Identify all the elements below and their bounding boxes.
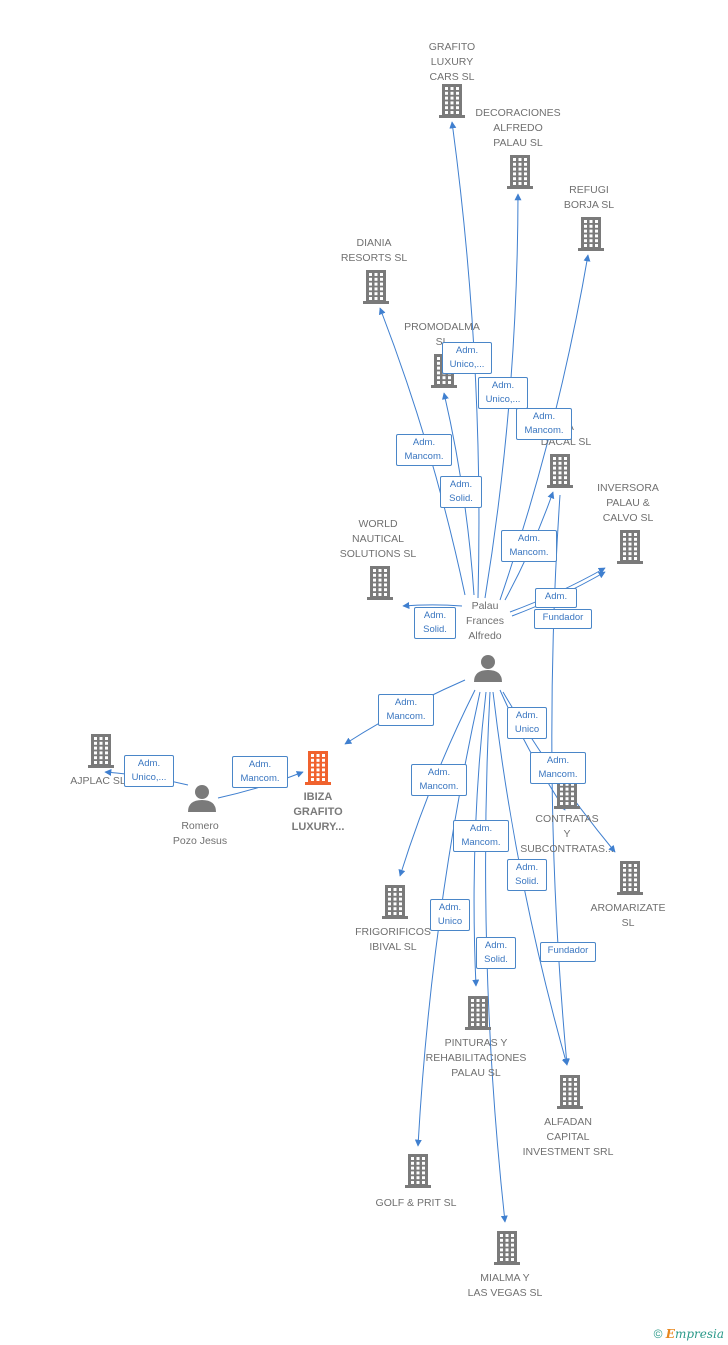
company-icon[interactable]: [507, 155, 533, 189]
relation-label-palau-ibiza[interactable]: Adm. Mancom.: [378, 694, 434, 726]
relation-label-palau-frigorificos[interactable]: Adm. Mancom.: [411, 764, 467, 796]
relation-label-palau-aromarizate[interactable]: Adm. Mancom.: [530, 752, 586, 784]
node-label-romero[interactable]: Romero Pozo Jesus: [172, 820, 228, 847]
relation-label-palau-alfadan[interactable]: Adm. Solid.: [507, 859, 547, 891]
copyright-symbol: ©: [653, 1327, 663, 1341]
node-label-refugi[interactable]: REFUGI BORJA SL: [563, 184, 615, 211]
node-label-pinturas[interactable]: PINTURAS Y REHABILITACIONES PALAU SL: [425, 1037, 527, 1079]
relation-label-palau-world[interactable]: Adm. Solid.: [414, 607, 456, 639]
company-icon[interactable]: [382, 885, 408, 919]
relation-label-palau-promodalma[interactable]: Adm. Solid.: [440, 476, 482, 508]
company-icon[interactable]: [617, 530, 643, 564]
relation-label-palau-inversora[interactable]: Fundador: [534, 609, 592, 629]
brand-name: Empresia: [665, 1327, 724, 1341]
node-label-golf[interactable]: GOLF & PRIT SL: [375, 1197, 457, 1209]
node-label-frigorificos[interactable]: FRIGORIFICOS IBIVAL SL: [355, 926, 431, 953]
person-icon[interactable]: [474, 655, 502, 682]
node-label-palau[interactable]: Palau Frances Alfredo: [466, 600, 504, 642]
edge-palau-world: [402, 602, 463, 609]
relation-label-palau-refugi[interactable]: Adm. Mancom.: [516, 408, 572, 440]
company-icon[interactable]: [557, 1075, 583, 1109]
node-label-diania[interactable]: DIANIA RESORTS SL: [340, 237, 408, 264]
relation-label-palau-golf[interactable]: Adm. Unico: [430, 899, 470, 931]
relation-label-palau-alfadan[interactable]: Fundador: [540, 942, 596, 962]
relation-label-palau-inversora[interactable]: Adm.: [535, 588, 577, 608]
footer-brand: © Empresia: [654, 1327, 724, 1341]
node-label-alfadan[interactable]: ALFADAN CAPITAL INVESTMENT SRL: [522, 1116, 614, 1158]
node-label-decoraciones[interactable]: DECORACIONES ALFREDO PALAU SL: [475, 107, 561, 149]
node-label-inversora[interactable]: INVERSORA PALAU & CALVO SL: [597, 482, 659, 524]
edge-palau-contratas: [499, 689, 566, 811]
node-label-aromarizate[interactable]: AROMARIZATE SL: [590, 902, 666, 929]
node-label-ajplac[interactable]: AJPLAC SL: [70, 775, 126, 787]
relation-label-palau-mialma[interactable]: Adm. Solid.: [476, 937, 516, 969]
node-label-world[interactable]: WORLD NAUTICAL SOLUTIONS SL: [339, 518, 417, 560]
relation-label-palau-grafito[interactable]: Adm. Unico,...: [442, 342, 492, 374]
relation-label-palau-diania[interactable]: Adm. Mancom.: [396, 434, 452, 466]
node-label-ibiza[interactable]: IBIZA GRAFITO LUXURY...: [291, 791, 345, 833]
relation-label-palau-contratas[interactable]: Adm. Unico: [507, 707, 547, 739]
company-icon[interactable]: [88, 734, 114, 768]
node-label-contratas[interactable]: CONTRATAS Y SUBCONTRATAS...: [520, 813, 614, 855]
company-icon[interactable]: [363, 270, 389, 304]
relation-label-palau-decoraciones[interactable]: Adm. Unico,...: [478, 377, 528, 409]
company-icon[interactable]: [494, 1231, 520, 1265]
relation-label-romero-ibiza[interactable]: Adm. Mancom.: [232, 756, 288, 788]
relation-label-palau-pinturas[interactable]: Adm. Mancom.: [453, 820, 509, 852]
company-icon[interactable]: [547, 454, 573, 488]
focus-company-icon[interactable]: [305, 751, 331, 785]
node-label-grafito[interactable]: GRAFITO LUXURY CARS SL: [428, 41, 476, 83]
company-icon[interactable]: [367, 566, 393, 600]
company-icon[interactable]: [465, 996, 491, 1030]
node-label-mialma[interactable]: MIALMA Y LAS VEGAS SL: [467, 1272, 543, 1299]
person-icon[interactable]: [188, 785, 216, 812]
company-icon[interactable]: [405, 1154, 431, 1188]
company-icon[interactable]: [617, 861, 643, 895]
relation-label-palau-dacal[interactable]: Adm. Mancom.: [501, 530, 557, 562]
relation-label-romero-ajplac[interactable]: Adm. Unico,...: [124, 755, 174, 787]
company-icon[interactable]: [578, 217, 604, 251]
icons-layer: [88, 84, 643, 1265]
company-icon[interactable]: [439, 84, 465, 118]
